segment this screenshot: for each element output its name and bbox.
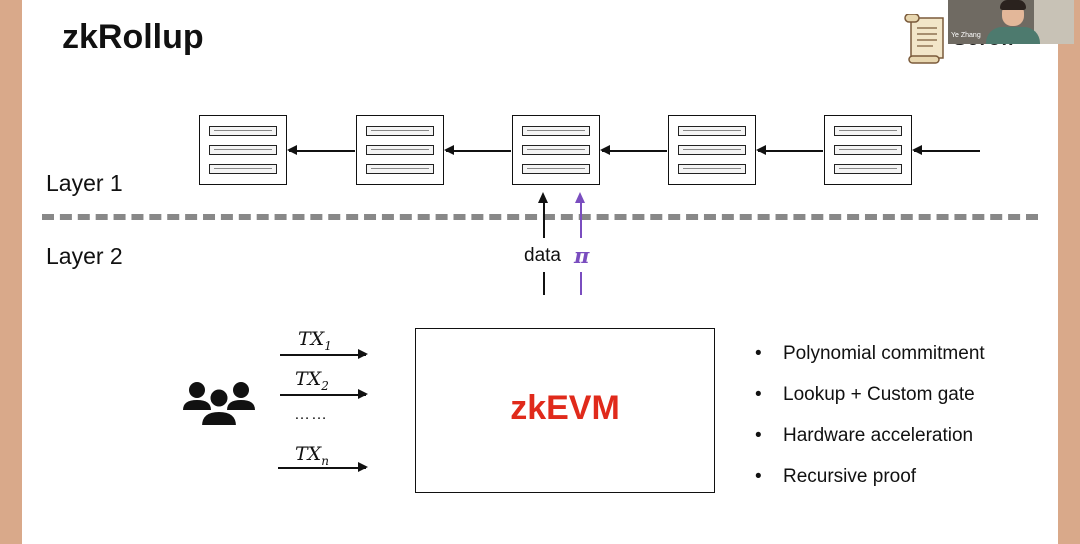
- proof-label: π: [574, 243, 590, 268]
- l1-block-1: [199, 115, 287, 185]
- feature-item: Polynomial commitment: [755, 342, 985, 383]
- chain-arrow: [600, 146, 667, 154]
- tx-n-arrow: [278, 463, 368, 471]
- chain-arrow: [287, 146, 355, 154]
- l1-block-4: [668, 115, 756, 185]
- proof-arrow-lower: [580, 272, 582, 295]
- chain-arrow: [756, 146, 823, 154]
- data-arrow-head: [538, 192, 548, 203]
- users-icon: [182, 378, 256, 433]
- data-label: data: [524, 245, 561, 266]
- data-arrow-upper: [543, 200, 545, 238]
- zkevm-label: zkEVM: [510, 389, 620, 427]
- feature-item: Hardware acceleration: [755, 424, 985, 465]
- chain-arrow: [912, 146, 980, 154]
- data-arrow-lower: [543, 272, 545, 295]
- slide-title: zkRollup: [62, 18, 204, 56]
- presenter-video[interactable]: Ye Zhang: [948, 0, 1074, 44]
- feature-list: Polynomial commitment Lookup + Custom ga…: [755, 342, 985, 506]
- l1-block-3: [512, 115, 600, 185]
- scroll-logo-icon: [903, 13, 949, 69]
- layer2-label: Layer 2: [46, 243, 123, 269]
- tx-ellipsis: ……: [294, 406, 328, 423]
- chain-arrow: [444, 146, 511, 154]
- tx-1-label: TX1: [298, 328, 332, 353]
- presenter-name: Ye Zhang: [951, 32, 981, 39]
- tx-1-arrow: [280, 350, 368, 358]
- feature-item: Lookup + Custom gate: [755, 383, 985, 424]
- tx-2-arrow: [280, 390, 368, 398]
- l1-block-5: [824, 115, 912, 185]
- tx-2-label: TX2: [295, 368, 329, 393]
- proof-arrow-head: [575, 192, 585, 203]
- presenter-avatar: [986, 27, 1040, 44]
- l1-block-2: [356, 115, 444, 185]
- tx-n-label: TXn: [295, 443, 329, 468]
- slide: zkRollup Layer 1 Layer 2 data π: [22, 0, 1058, 544]
- layer-divider: [42, 214, 1038, 220]
- proof-arrow-upper: [580, 200, 582, 238]
- layer1-label: Layer 1: [46, 170, 123, 196]
- feature-item: Recursive proof: [755, 465, 985, 506]
- zkevm-box: zkEVM: [415, 328, 715, 493]
